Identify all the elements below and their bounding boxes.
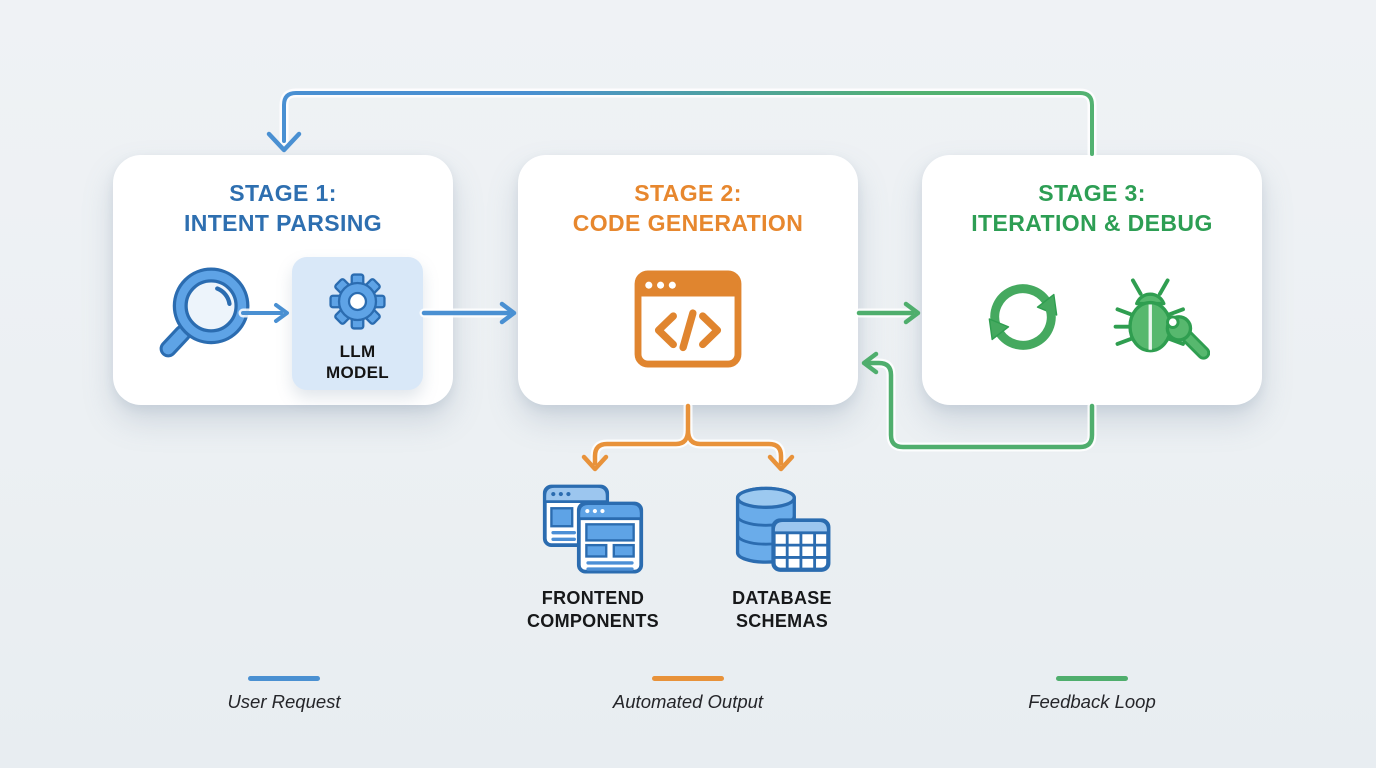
stage3-card: STAGE 3: ITERATION & DEBUG	[922, 155, 1262, 405]
legend-user-request-label: User Request	[227, 691, 341, 712]
llm-model-chip: LLM MODEL	[292, 257, 423, 390]
code-window-icon	[634, 270, 742, 368]
legend-feedback-loop: Feedback Loop	[972, 676, 1212, 713]
database-label-line1: DATABASE	[732, 588, 832, 608]
llm-chip-label: LLM MODEL	[292, 341, 423, 383]
magnifier-icon	[155, 261, 257, 363]
database-cylinder-icon	[730, 482, 834, 578]
output-frontend-components: FRONTEND COMPONENTS	[505, 482, 681, 633]
database-schemas-label: DATABASE SCHEMAS	[694, 587, 870, 633]
stage2-title: STAGE 2: CODE GENERATION	[518, 178, 858, 238]
output-database-schemas: DATABASE SCHEMAS	[694, 482, 870, 633]
llm-chip-label-line1: LLM	[339, 342, 376, 361]
frontend-windows-icon	[541, 482, 645, 578]
legend-user-request-line	[248, 676, 320, 681]
stage2-title-line1: STAGE 2:	[634, 180, 742, 206]
table-grid-icon	[771, 518, 831, 572]
refresh-cycle-icon	[976, 270, 1070, 364]
wrench-icon	[1165, 315, 1210, 360]
llm-chip-label-line2: MODEL	[326, 363, 389, 382]
frontend-components-label: FRONTEND COMPONENTS	[505, 587, 681, 633]
legend-user-request: User Request	[164, 676, 404, 713]
legend-automated-output-label: Automated Output	[612, 691, 764, 712]
stage1-card: STAGE 1: INTENT PARSING	[113, 155, 453, 405]
legend-automated-output: Automated Output	[568, 676, 808, 713]
bug-wrench-icon	[1104, 268, 1210, 366]
legend-feedback-loop-label: Feedback Loop	[1028, 691, 1156, 712]
legend-automated-output-line	[652, 676, 724, 681]
arrow-stage2-to-stage3	[854, 301, 921, 325]
legend-feedback-loop-line	[1056, 676, 1128, 681]
arrow-stage2-to-outputs	[581, 401, 795, 472]
stage2-card: STAGE 2: CODE GENERATION	[518, 155, 858, 405]
stage1-title: STAGE 1: INTENT PARSING	[113, 178, 453, 238]
stage2-title-line2: CODE GENERATION	[572, 210, 804, 236]
database-label-line2: SCHEMAS	[735, 611, 829, 631]
stage3-title-line2: ITERATION & DEBUG	[971, 210, 1213, 236]
stage1-title-line1: STAGE 1:	[229, 180, 337, 206]
frontend-label-line1: FRONTEND	[541, 588, 645, 608]
gear-icon	[319, 263, 396, 340]
stage3-title-line1: STAGE 3:	[1038, 180, 1146, 206]
stage3-title: STAGE 3: ITERATION & DEBUG	[922, 178, 1262, 238]
arrow-feedback-top	[266, 88, 1097, 159]
stage1-title-line2: INTENT PARSING	[183, 210, 383, 236]
frontend-label-line2: COMPONENTS	[526, 611, 659, 631]
